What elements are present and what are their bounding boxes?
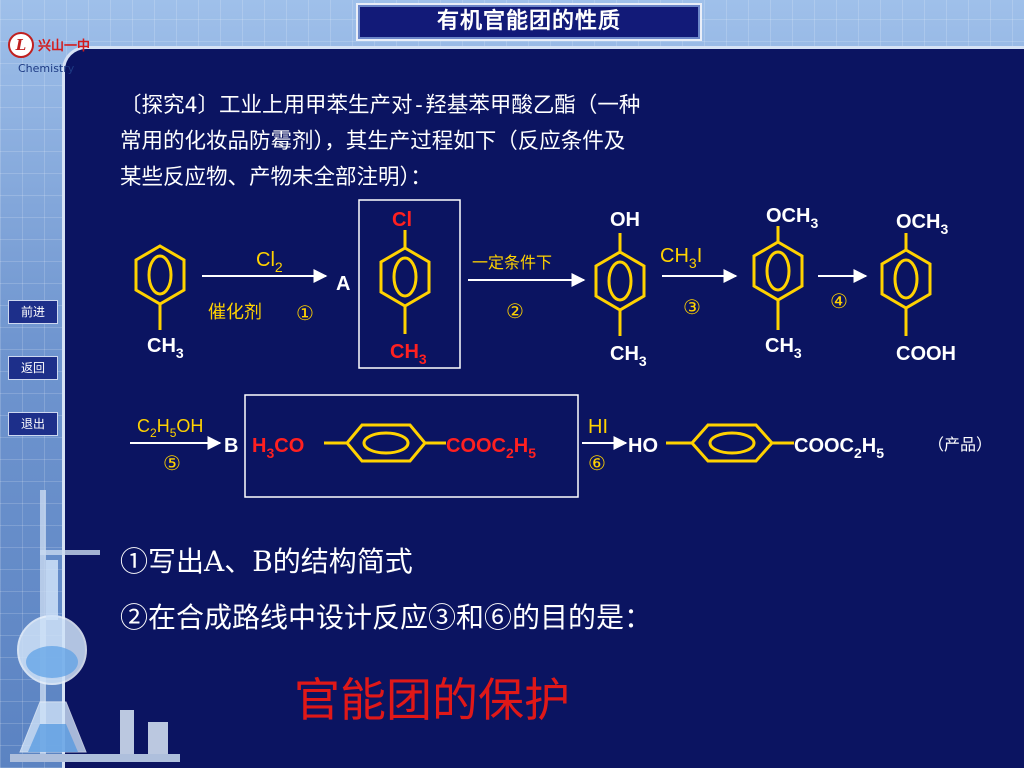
- step6-reagent: HI: [588, 416, 608, 438]
- A-methyl: CH3: [390, 341, 427, 367]
- B-methoxy: H3CO: [252, 435, 304, 461]
- answer-text: 官能团的保护: [294, 673, 570, 727]
- question-line: 某些反应物、产物未全部注明）：: [120, 165, 432, 190]
- structure-B-frame: [244, 394, 579, 498]
- cresol-methyl: CH3: [610, 343, 647, 369]
- content-panel: [62, 46, 1024, 768]
- toluene-structure: [134, 244, 186, 330]
- p-cresol-structure: [594, 233, 646, 336]
- compound-A-label: A: [336, 273, 350, 295]
- step6-number: ⑥: [588, 453, 606, 475]
- structure-A: [379, 230, 431, 334]
- compound-B-label: B: [224, 435, 238, 457]
- step5-reagent: C2H5OH: [137, 416, 203, 440]
- structure-B: [324, 423, 446, 463]
- product-structure: [666, 423, 794, 463]
- lab-glassware-illustration: [10, 490, 180, 762]
- step1-reagent: Cl2: [256, 249, 283, 275]
- back-button[interactable]: 返回: [8, 356, 58, 380]
- step1-number: ①: [296, 303, 314, 325]
- step3-number: ③: [683, 297, 701, 319]
- acid-carboxyl: COOH: [896, 343, 956, 365]
- step1-condition: 催化剂: [208, 302, 262, 322]
- step2-number: ②: [506, 301, 524, 323]
- cresol-hydroxy: OH: [610, 209, 640, 231]
- toluene-methyl: CH3: [147, 335, 184, 361]
- product-note: （产品）: [928, 436, 992, 454]
- step4-number: ④: [830, 291, 848, 313]
- question-line: 常用的化妆品防霉剂），其生产过程如下（反应条件及: [120, 129, 626, 154]
- question-line: 〔探究4〕工业上用甲苯生产对-羟基苯甲酸乙酯（一种: [120, 93, 641, 118]
- step5-number: ⑤: [163, 453, 181, 475]
- step3-reagent: CH3I: [660, 245, 702, 271]
- methoxybenzoic-acid-structure: [880, 233, 932, 336]
- sub-question-2: ②在合成路线中设计反应③和⑥的目的是：: [120, 601, 653, 634]
- question-text: 〔探究4〕工业上用甲苯生产对-羟基苯甲酸乙酯（一种 常用的化妆品防霉剂），其生产…: [120, 88, 970, 196]
- school-logo: L 兴山一中 Chemistry: [8, 28, 108, 78]
- forward-button[interactable]: 前进: [8, 300, 58, 324]
- product-hydroxy: HO: [628, 435, 658, 457]
- structure-A-frame: [358, 199, 461, 369]
- exit-button[interactable]: 退出: [8, 412, 58, 436]
- A-chloro: Cl: [392, 209, 412, 231]
- synthesis-scheme: CH3 Cl2 催化剂 ① A Cl CH3 一定条件下 ② OH CH3 CH…: [130, 199, 992, 498]
- sub-question-1: ①写出A、B的结构简式: [120, 545, 413, 578]
- B-ester: COOC2H5: [446, 435, 536, 461]
- slide-title: 有机官能团的性质: [436, 9, 621, 34]
- slide-title-box: 有机官能团的性质: [356, 3, 702, 41]
- logo-mark-icon: L: [8, 32, 34, 58]
- methylanisole-structure: [752, 226, 804, 330]
- logo-name: 兴山一中: [38, 39, 91, 54]
- step2-condition: 一定条件下: [472, 254, 552, 272]
- anisole-methoxy: OCH3: [766, 205, 818, 231]
- anisole-methyl: CH3: [765, 335, 802, 361]
- logo-subtitle: Chemistry: [18, 62, 75, 75]
- product-ester: COOC2H5: [794, 435, 884, 461]
- acid-methoxy: OCH3: [896, 211, 948, 237]
